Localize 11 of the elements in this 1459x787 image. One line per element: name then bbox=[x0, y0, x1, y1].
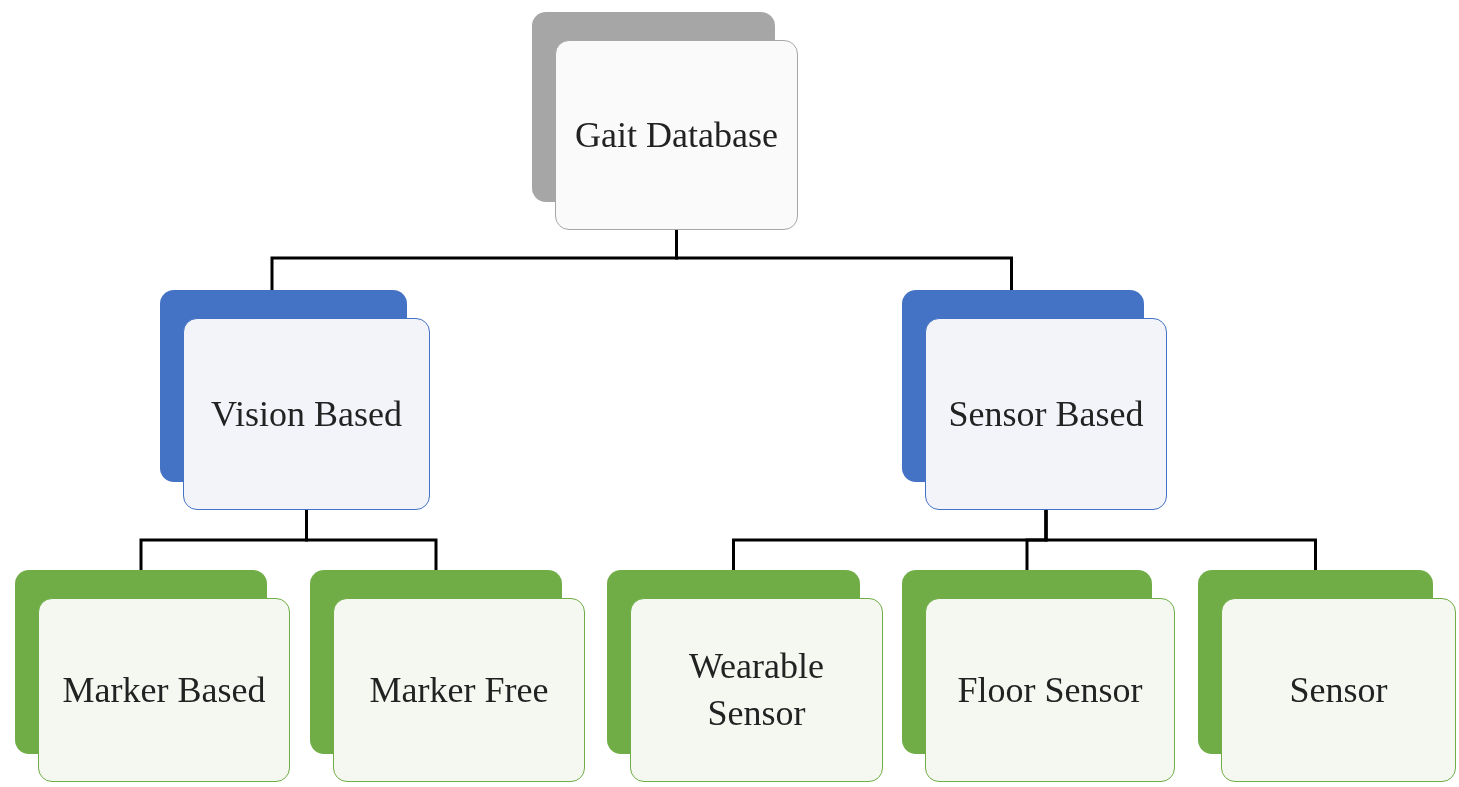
category-label: Marker Free bbox=[369, 668, 549, 712]
category-label: Vision Based bbox=[211, 392, 402, 436]
category-label: Marker Based bbox=[62, 668, 266, 712]
category-label: Sensor Based bbox=[948, 392, 1144, 436]
category-label: Wearable Sensor bbox=[688, 645, 825, 735]
connector-line bbox=[1044, 510, 1317, 570]
connector-line bbox=[675, 230, 1013, 290]
category-label: Gait Database bbox=[575, 113, 778, 157]
connector-line bbox=[305, 510, 438, 570]
category-label: Sensor bbox=[1289, 668, 1388, 712]
category-label: Floor Sensor bbox=[957, 668, 1143, 712]
